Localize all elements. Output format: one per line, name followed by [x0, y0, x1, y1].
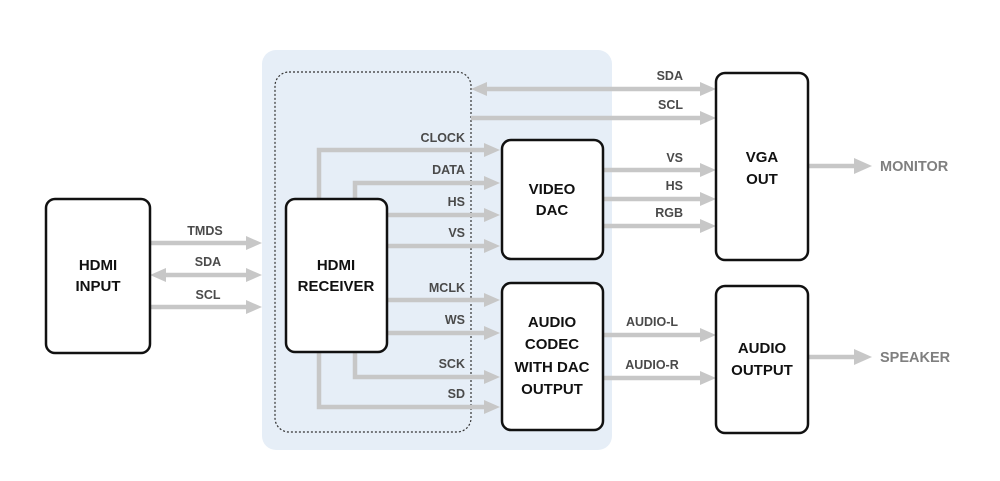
audio-codec-label-1: AUDIO [528, 314, 577, 331]
vga-out-label-1: VGA [746, 149, 779, 166]
hdmi-receiver-label-1: HDMI [317, 257, 355, 274]
scl-vga-label: SCL [658, 98, 683, 112]
sda-vga-label: SDA [657, 69, 683, 83]
monitor-label: MONITOR [880, 159, 949, 175]
receiver-dotted-boundary [274, 71, 472, 433]
audio-l-label: AUDIO-L [626, 315, 678, 329]
hdmi-input-block: HDMI INPUT [44, 197, 152, 355]
audio-codec-label-3: WITH DAC [515, 359, 590, 376]
speaker-arrow [808, 349, 872, 365]
monitor-arrow [808, 158, 872, 174]
hdmi-input-label-1: HDMI [79, 257, 117, 274]
sda-vga-arrow [471, 82, 716, 96]
audio-r-arrow [603, 371, 716, 385]
tmds-label: TMDS [187, 224, 222, 238]
tmds-arrow [150, 236, 262, 250]
vs-receiver-label: VS [448, 226, 465, 240]
scl-vga-arrow [471, 111, 716, 125]
scl-input-arrow [150, 300, 262, 314]
audio-output-block: AUDIO OUTPUT [714, 284, 810, 435]
audio-output-label-1: AUDIO [738, 340, 787, 357]
video-dac-block: VIDEO DAC [500, 138, 605, 261]
clock-arrow [316, 143, 500, 199]
data-arrow [352, 176, 500, 199]
hs-receiver-label: HS [448, 195, 465, 209]
vga-out-label-2: OUT [746, 171, 778, 188]
scl-input-label: SCL [196, 288, 221, 302]
audio-output-label-2: OUTPUT [731, 362, 793, 379]
rgb-label: RGB [655, 206, 683, 220]
vga-out-block: VGA OUT [714, 71, 810, 262]
sck-arrow [352, 352, 500, 384]
audio-r-label: AUDIO-R [625, 358, 678, 372]
mclk-arrow [387, 293, 500, 307]
ws-label: WS [445, 313, 465, 327]
speaker-label: SPEAKER [880, 350, 951, 366]
hdmi-receiver-block: HDMI RECEIVER [284, 197, 389, 354]
signal-labels: TMDS SDA SCL SDA SCL CLOCK DATA HS VS MC… [187, 69, 683, 401]
sck-label: SCK [439, 357, 465, 371]
video-dac-label-1: VIDEO [529, 181, 576, 198]
hs-receiver-arrow [387, 208, 500, 222]
hs-dac-arrow [603, 192, 716, 206]
video-dac-label-2: DAC [536, 202, 569, 219]
vs-receiver-arrow [387, 239, 500, 253]
hdmi-receiver-label-2: RECEIVER [298, 278, 375, 295]
audio-codec-label-4: OUTPUT [521, 381, 583, 398]
connection-arrows [150, 82, 872, 414]
clock-label: CLOCK [421, 131, 465, 145]
hdmi-input-label-2: INPUT [76, 278, 121, 295]
sd-arrow [316, 352, 500, 414]
audio-codec-block: AUDIO CODEC WITH DAC OUTPUT [500, 281, 605, 432]
sda-input-label: SDA [195, 255, 221, 269]
vs-dac-arrow [603, 163, 716, 177]
mclk-label: MCLK [429, 281, 465, 295]
hs-dac-label: HS [666, 179, 683, 193]
data-label: DATA [432, 163, 465, 177]
vs-dac-label: VS [666, 151, 683, 165]
ws-arrow [387, 326, 500, 340]
audio-codec-label-2: CODEC [525, 336, 579, 353]
sda-input-arrow [150, 268, 262, 282]
rgb-arrow [603, 219, 716, 233]
sd-label: SD [448, 387, 465, 401]
audio-l-arrow [603, 328, 716, 342]
